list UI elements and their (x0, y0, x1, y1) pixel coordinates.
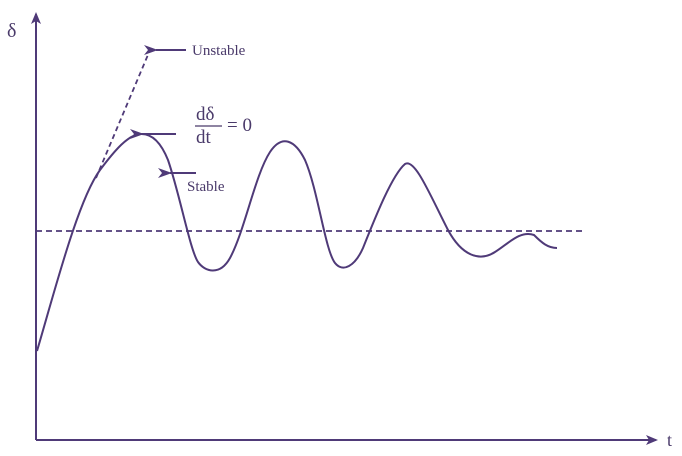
stable-label: Stable (187, 179, 225, 195)
stable-swing-curve (36, 132, 558, 352)
derivative-denominator: dt (196, 127, 212, 148)
unstable-trajectory (95, 49, 151, 179)
x-axis-label: t (667, 430, 672, 450)
derivative-numerator: dδ (196, 104, 215, 125)
derivative-equals-zero: = 0 (227, 115, 252, 136)
y-axis-label: δ (7, 20, 16, 42)
unstable-label: Unstable (192, 43, 246, 59)
